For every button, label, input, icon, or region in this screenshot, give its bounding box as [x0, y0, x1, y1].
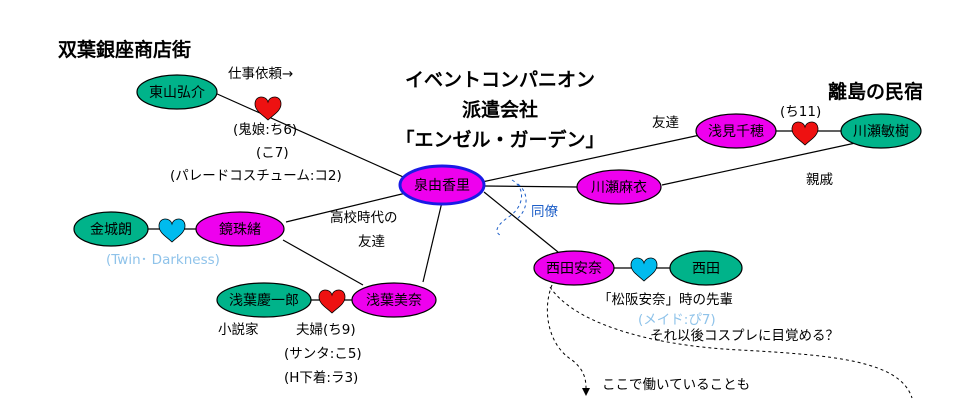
edge-izumi-asami	[481, 134, 701, 183]
node-label: 浅見千穂	[708, 124, 764, 140]
label-matsuzaka: 「松阪安奈」時の先輩	[598, 292, 733, 308]
label-ko7: (こ7)	[256, 145, 289, 161]
company-title-line3: 「エンゼル・ガーデン」	[395, 128, 604, 151]
group-title-futaba-ginza: 双葉銀座商店街	[58, 38, 191, 61]
label-fuufu: 夫婦(ち9)	[296, 321, 356, 338]
edge-kawase-mai-kawase-toshiki	[661, 141, 861, 186]
company-title-line2: 派遣会社	[462, 98, 538, 121]
label-doryo: 同僚	[531, 204, 559, 220]
node-label: 浅葉美奈	[366, 293, 422, 309]
arrow-down-icon	[582, 388, 590, 396]
heart-icon	[254, 96, 282, 121]
label-koukou-line1: 高校時代の	[330, 209, 398, 226]
node-kaneshiro[interactable]: 金城朗	[73, 211, 149, 247]
node-label: 東山弘介	[149, 85, 205, 101]
label-parade: (パレードコスチューム:コ2)	[170, 168, 342, 184]
label-maid: (メイド:ぴ7)	[638, 312, 716, 328]
label-cosplay: それ以後コスプレに目覚める？	[650, 328, 839, 344]
group-title-remote-island: 離島の民宿	[828, 80, 923, 103]
node-label: 泉由香里	[414, 177, 470, 194]
label-koko: ここで働いていることも	[602, 377, 750, 393]
node-nishida-anna[interactable]: 西田安奈	[533, 250, 615, 286]
company-title-line1: イベントコンパニオン	[405, 69, 595, 91]
label-tomodachi: 友達	[652, 115, 680, 131]
label-koukou-line2: 友達	[358, 234, 385, 250]
label-oni-musume: (鬼娘:ち6)	[233, 122, 297, 138]
node-izumi[interactable]: 泉由香里	[398, 164, 486, 206]
label-shinseki: 親戚	[806, 172, 834, 188]
edge-izumi-kawase-mai	[483, 185, 578, 188]
label-chi11: (ち11)	[780, 104, 821, 120]
node-label: 浅葉慶一郎	[229, 293, 299, 309]
node-label: 西田	[692, 261, 720, 277]
label-twin-darkness: (Twin･ Darkness)	[106, 252, 220, 268]
edge-higashiyama-izumi	[214, 92, 411, 181]
node-kawase-toshiki[interactable]: 川瀬敏樹	[840, 113, 922, 149]
doryo-bracket	[496, 179, 522, 237]
edge-izumi-nishida-anna	[483, 191, 559, 253]
dashed-to-koko	[546, 284, 587, 389]
edge-izumi-kyo	[285, 192, 407, 223]
label-work-request: 仕事依頼→	[228, 66, 293, 82]
label-santa: (サンタ:こ5)	[284, 346, 362, 362]
label-h-shitagi: (H下着:ラ3)	[284, 369, 358, 386]
edge-izumi-asaba-mina	[422, 201, 443, 283]
heart-icon	[791, 121, 819, 146]
doryo-bracket-inner	[515, 183, 527, 221]
node-asami[interactable]: 浅見千穂	[695, 113, 777, 149]
node-higashiyama[interactable]: 東山弘介	[136, 74, 218, 110]
heart-icon	[318, 289, 346, 314]
node-label: 川瀬敏樹	[853, 124, 909, 140]
node-label: 西田安奈	[546, 261, 602, 277]
label-shousetsuka: 小説家	[218, 321, 259, 338]
heart-icon	[158, 218, 186, 243]
dashed-to-cosplay	[549, 286, 913, 399]
node-kawase-mai[interactable]: 川瀬麻衣	[576, 169, 662, 205]
node-kyo[interactable]: 鏡珠緒	[195, 211, 285, 247]
node-nishida[interactable]: 西田	[669, 250, 743, 286]
node-asaba-keiichiro[interactable]: 浅葉慶一郎	[216, 282, 312, 318]
node-label: 川瀬麻衣	[591, 180, 647, 196]
edge-kyo-asaba-mina	[282, 239, 364, 286]
node-label: 鏡珠緒	[219, 222, 261, 238]
node-asaba-mina[interactable]: 浅葉美奈	[351, 282, 437, 318]
heart-icon	[630, 257, 658, 282]
node-label: 金城朗	[90, 222, 132, 238]
dashed-lines	[496, 179, 913, 399]
edges	[140, 92, 861, 301]
